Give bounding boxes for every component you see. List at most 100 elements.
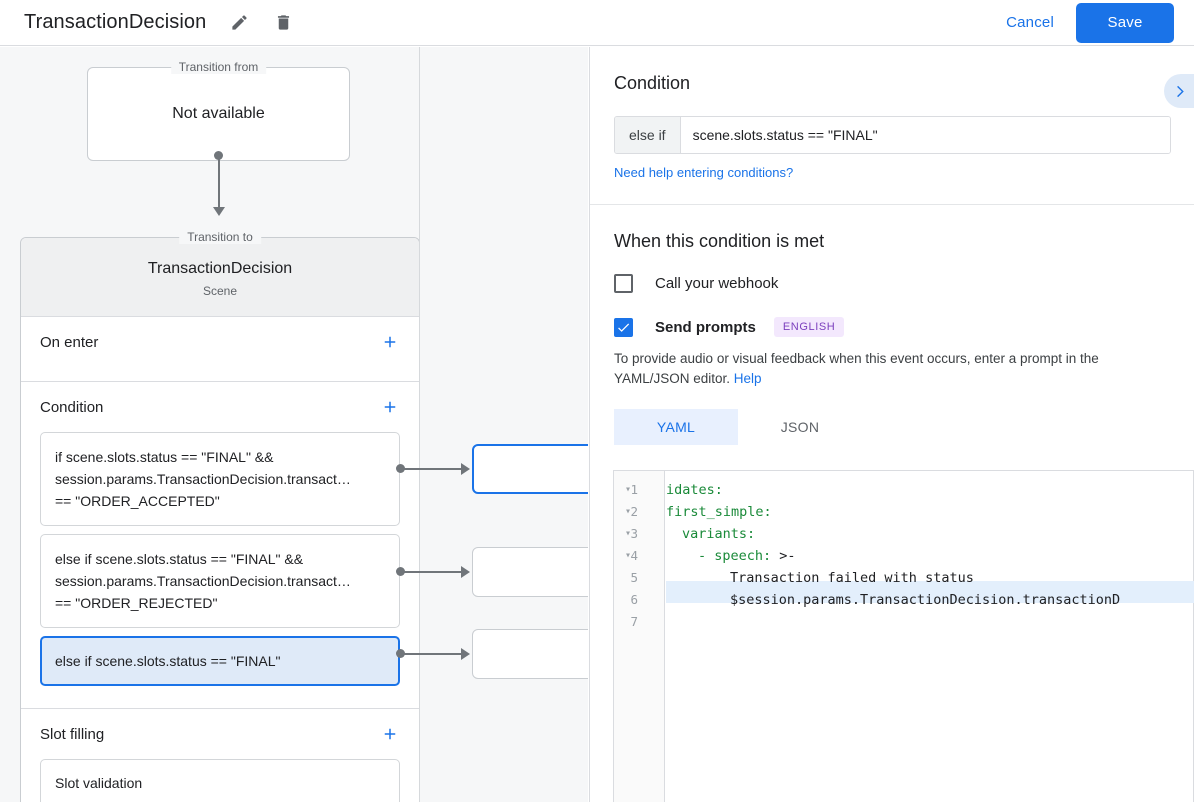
yaml-key: - speech: bbox=[698, 548, 772, 564]
editor-active-line-highlight bbox=[666, 581, 1194, 603]
section-condition-header: Condition bbox=[21, 382, 419, 432]
send-prompts-checkbox[interactable] bbox=[614, 317, 633, 337]
editor-line-number: 3 bbox=[630, 526, 638, 541]
fold-caret-icon[interactable]: ▾ bbox=[625, 484, 632, 495]
condition-line: == "ORDER_REJECTED" bbox=[55, 595, 218, 611]
condition-line: session.params.TransactionDecision.trans… bbox=[55, 471, 351, 487]
scene-name: TransactionDecision bbox=[147, 260, 293, 277]
fold-caret-icon[interactable]: ▾ bbox=[625, 506, 632, 517]
editor-line-number: 5 bbox=[630, 570, 638, 585]
prompt-help-link[interactable]: Help bbox=[733, 371, 762, 386]
section-condition-title: Condition bbox=[40, 398, 104, 416]
editor-format-tabs: YAML JSON bbox=[614, 409, 1170, 445]
editor-line-number: 1 bbox=[630, 482, 638, 497]
call-webhook-checkbox[interactable] bbox=[614, 274, 633, 293]
transition-to-legend: Transition to bbox=[179, 230, 261, 244]
yaml-value: Transaction failed with status bbox=[730, 570, 974, 586]
condition-expression-input[interactable] bbox=[680, 117, 1170, 153]
save-button[interactable]: Save bbox=[1076, 2, 1174, 43]
transition-from-legend: Transition from bbox=[170, 60, 267, 74]
edge-line bbox=[404, 653, 462, 655]
language-badge: ENGLISH bbox=[773, 317, 845, 337]
webhook-row: Call your webhook bbox=[614, 274, 1170, 293]
section-slot-filling-title: Slot filling bbox=[40, 725, 105, 743]
edge-line bbox=[404, 468, 462, 470]
connector-arrow bbox=[213, 207, 225, 216]
editor-code-line: Transaction failed with status bbox=[666, 567, 974, 589]
yaml-code-editor[interactable]: ▾ ▾ ▾ ▾ 1 2 3 4 5 6 7 idates: first_simp… bbox=[613, 470, 1194, 802]
section-condition: Condition if scene.slots.status == "FINA… bbox=[21, 382, 419, 709]
section-on-enter-title: On enter bbox=[40, 333, 99, 351]
yaml-value: $session.params.TransactionDecision.tran… bbox=[730, 592, 1121, 608]
editor-line-number: 2 bbox=[630, 504, 638, 519]
condition-line: session.params.TransactionDecision.trans… bbox=[55, 573, 351, 589]
prompt-hint-text: To provide audio or visual feedback when… bbox=[614, 349, 1170, 389]
trash-icon[interactable] bbox=[272, 12, 294, 34]
yaml-key: idates: bbox=[666, 482, 723, 498]
condition-card[interactable]: if scene.slots.status == "FINAL" && sess… bbox=[40, 432, 400, 526]
prompt-hint-body: To provide audio or visual feedback when… bbox=[614, 351, 1099, 386]
scene-header: TransactionDecision Scene bbox=[21, 238, 419, 317]
edge-line bbox=[404, 571, 462, 573]
editor-line-number: 6 bbox=[630, 592, 638, 607]
chevron-right-icon[interactable] bbox=[1164, 74, 1194, 108]
condition-line: else if scene.slots.status == "FINAL" && bbox=[55, 551, 304, 567]
add-condition-icon[interactable] bbox=[379, 396, 401, 418]
edge-arrow bbox=[461, 566, 470, 578]
editor-line-number: 7 bbox=[630, 614, 638, 629]
tree-rail bbox=[419, 47, 420, 802]
scene-graph-canvas: Transition from Not available Transition… bbox=[0, 47, 588, 802]
condition-line: else if scene.slots.status == "FINAL" bbox=[55, 653, 281, 669]
editor-line-number-gutter bbox=[647, 471, 665, 802]
send-prompts-row: Send prompts ENGLISH bbox=[614, 317, 1170, 337]
connector-line bbox=[218, 157, 220, 209]
slot-validation-card[interactable]: Slot validation bbox=[40, 759, 400, 802]
condition-line: == "ORDER_ACCEPTED" bbox=[55, 493, 220, 509]
fold-caret-icon[interactable]: ▾ bbox=[625, 528, 632, 539]
condition-heading: Condition bbox=[614, 73, 691, 93]
edge-dot bbox=[396, 464, 405, 473]
yaml-key: variants: bbox=[682, 526, 756, 542]
top-app-bar: TransactionDecision Cancel Save bbox=[0, 0, 1194, 46]
section-on-enter: On enter bbox=[21, 317, 419, 382]
section-on-enter-header: On enter bbox=[21, 317, 419, 367]
condition-section: Condition else if Need help entering con… bbox=[590, 47, 1194, 182]
condition-card[interactable]: else if scene.slots.status == "FINAL" &&… bbox=[40, 534, 400, 628]
condition-help-link[interactable]: Need help entering conditions? bbox=[614, 165, 794, 180]
condition-line: if scene.slots.status == "FINAL" && bbox=[55, 449, 274, 465]
edge-dot bbox=[396, 567, 405, 576]
page-title: TransactionDecision bbox=[24, 11, 207, 33]
call-webhook-label: Call your webhook bbox=[655, 275, 779, 292]
fold-caret-icon[interactable]: ▾ bbox=[625, 550, 632, 561]
tab-yaml[interactable]: YAML bbox=[614, 409, 738, 445]
editor-code-line: variants: bbox=[666, 523, 755, 545]
yaml-value: >- bbox=[771, 548, 796, 564]
add-slot-filling-icon[interactable] bbox=[379, 723, 401, 745]
transition-from-card: Transition from Not available bbox=[87, 60, 350, 161]
editor-code-line: $session.params.TransactionDecision.tran… bbox=[666, 589, 1120, 611]
section-slot-filling: Slot filling Slot validation bbox=[21, 709, 419, 802]
target-box-final[interactable] bbox=[472, 629, 588, 679]
condition-input-row: else if bbox=[614, 116, 1171, 154]
editor-line-number: 4 bbox=[630, 548, 638, 563]
when-condition-met-section: When this condition is met Call your web… bbox=[590, 205, 1194, 445]
section-slot-filling-header: Slot filling bbox=[21, 709, 419, 759]
target-box-accepted[interactable] bbox=[472, 444, 588, 494]
tab-json[interactable]: JSON bbox=[780, 419, 820, 435]
condition-card-selected[interactable]: else if scene.slots.status == "FINAL" bbox=[40, 636, 400, 686]
editor-code-line: first_simple: bbox=[666, 501, 772, 523]
add-on-enter-icon[interactable] bbox=[379, 331, 401, 353]
editor-fold-column bbox=[614, 471, 647, 802]
editor-code-area[interactable]: idates: first_simple: variants: - speech… bbox=[666, 471, 1194, 802]
edge-arrow bbox=[461, 463, 470, 475]
panel-divider bbox=[590, 204, 1194, 205]
pencil-icon[interactable] bbox=[228, 12, 250, 34]
condition-prefix-label: else if bbox=[615, 117, 681, 153]
edge-dot bbox=[396, 649, 405, 658]
scene-type: Scene bbox=[202, 284, 238, 298]
target-box-rejected[interactable] bbox=[472, 547, 588, 597]
yaml-key: first_simple: bbox=[666, 504, 772, 520]
transition-from-value: Not available bbox=[172, 105, 265, 122]
transition-to-card: Transition to TransactionDecision Scene … bbox=[20, 230, 420, 802]
cancel-button[interactable]: Cancel bbox=[994, 6, 1066, 39]
